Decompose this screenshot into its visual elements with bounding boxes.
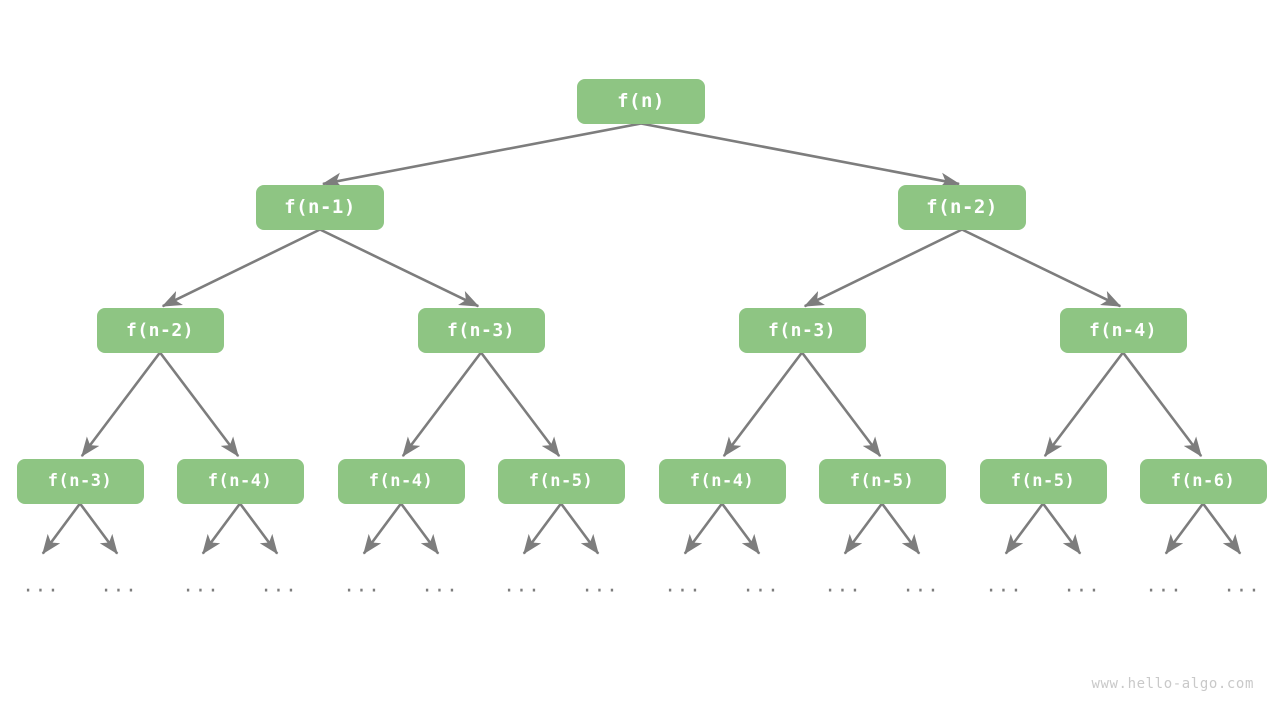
- tree-node: f(n-5): [818, 458, 946, 504]
- tree-edge: [1121, 351, 1203, 457]
- tree-edge: [161, 228, 321, 308]
- tree-node-label: f(n-5): [528, 471, 594, 491]
- tree-node: f(n-4): [337, 458, 465, 504]
- tree-leaf-edge: [1004, 502, 1045, 555]
- tree-edge: [158, 351, 240, 457]
- tree-leaf-edge: [843, 502, 884, 555]
- tree-leaf-edge: [522, 502, 563, 555]
- watermark-text: www.hello-algo.com: [1091, 676, 1254, 692]
- tree-node-label: f(n-6): [1170, 471, 1236, 491]
- tree-node-label: f(n-2): [926, 196, 998, 218]
- tree-node: f(n-4): [658, 458, 786, 504]
- tree-leaf-edge: [201, 502, 242, 555]
- tree-node: f(n-4): [176, 458, 304, 504]
- tree-node: f(n-1): [256, 184, 384, 230]
- tree-edge: [321, 122, 642, 189]
- tree-edge: [722, 351, 804, 457]
- ellipsis-marker: ...: [664, 574, 702, 597]
- tree-node-label: f(n-4): [207, 471, 273, 491]
- tree-leaf-edge: [1201, 502, 1242, 555]
- tree-node: f(n-2): [898, 184, 1026, 230]
- tree-edge: [800, 351, 882, 457]
- tree-node: f(n): [577, 78, 705, 124]
- tree-leaf-edge: [683, 502, 724, 555]
- tree-leaf-edge: [880, 502, 921, 555]
- tree-node-label: f(n-5): [849, 471, 915, 491]
- tree-node: f(n-3): [16, 458, 144, 504]
- tree-node-label: f(n-5): [1010, 471, 1076, 491]
- tree-node: f(n-3): [417, 307, 545, 353]
- ellipsis-marker: ...: [985, 574, 1023, 597]
- ellipsis-marker: ...: [1063, 574, 1101, 597]
- tree-leaf-edge: [78, 502, 119, 555]
- ellipsis-marker: ...: [902, 574, 940, 597]
- tree-leaf-edge: [1041, 502, 1082, 555]
- tree-node-label: f(n-4): [1088, 319, 1158, 341]
- tree-edge: [479, 351, 561, 457]
- tree-leaf-edge: [362, 502, 403, 555]
- tree-node-label: f(n-3): [767, 319, 837, 341]
- tree-leaf-edge: [720, 502, 761, 555]
- ellipsis-marker: ...: [581, 574, 619, 597]
- tree-edge: [80, 351, 162, 457]
- tree-node: f(n-4): [1059, 307, 1187, 353]
- tree-leaf-edge: [41, 502, 82, 555]
- tree-leaf-edge: [559, 502, 600, 555]
- ellipsis-marker: ...: [260, 574, 298, 597]
- ellipsis-marker: ...: [742, 574, 780, 597]
- ellipsis-marker: ...: [100, 574, 138, 597]
- tree-node-label: f(n-1): [284, 196, 356, 218]
- tree-edge: [640, 122, 961, 189]
- tree-node: f(n-2): [96, 307, 224, 353]
- tree-node: f(n-6): [1139, 458, 1267, 504]
- tree-edge: [401, 351, 483, 457]
- tree-node: f(n-5): [497, 458, 625, 504]
- tree-node-label: f(n-4): [368, 471, 434, 491]
- tree-node-label: f(n-4): [689, 471, 755, 491]
- tree-edge: [961, 228, 1122, 308]
- ellipsis-marker: ...: [182, 574, 220, 597]
- tree-node-label: f(n-3): [446, 319, 516, 341]
- ellipsis-marker: ...: [1223, 574, 1261, 597]
- tree-node-label: f(n): [617, 90, 665, 112]
- tree-edge: [803, 228, 963, 308]
- tree-node-label: f(n-3): [47, 471, 113, 491]
- tree-node-label: f(n-2): [125, 319, 195, 341]
- tree-leaf-edge: [399, 502, 440, 555]
- ellipsis-marker: ...: [503, 574, 541, 597]
- tree-node: f(n-3): [738, 307, 866, 353]
- ellipsis-marker: ...: [343, 574, 381, 597]
- tree-edge: [319, 228, 480, 308]
- tree-edge: [1043, 351, 1125, 457]
- tree-leaf-edge: [238, 502, 279, 555]
- ellipsis-marker: ...: [824, 574, 862, 597]
- tree-node: f(n-5): [979, 458, 1107, 504]
- ellipsis-marker: ...: [421, 574, 459, 597]
- tree-leaf-edge: [1164, 502, 1205, 555]
- ellipsis-marker: ...: [22, 574, 60, 597]
- ellipsis-marker: ...: [1145, 574, 1183, 597]
